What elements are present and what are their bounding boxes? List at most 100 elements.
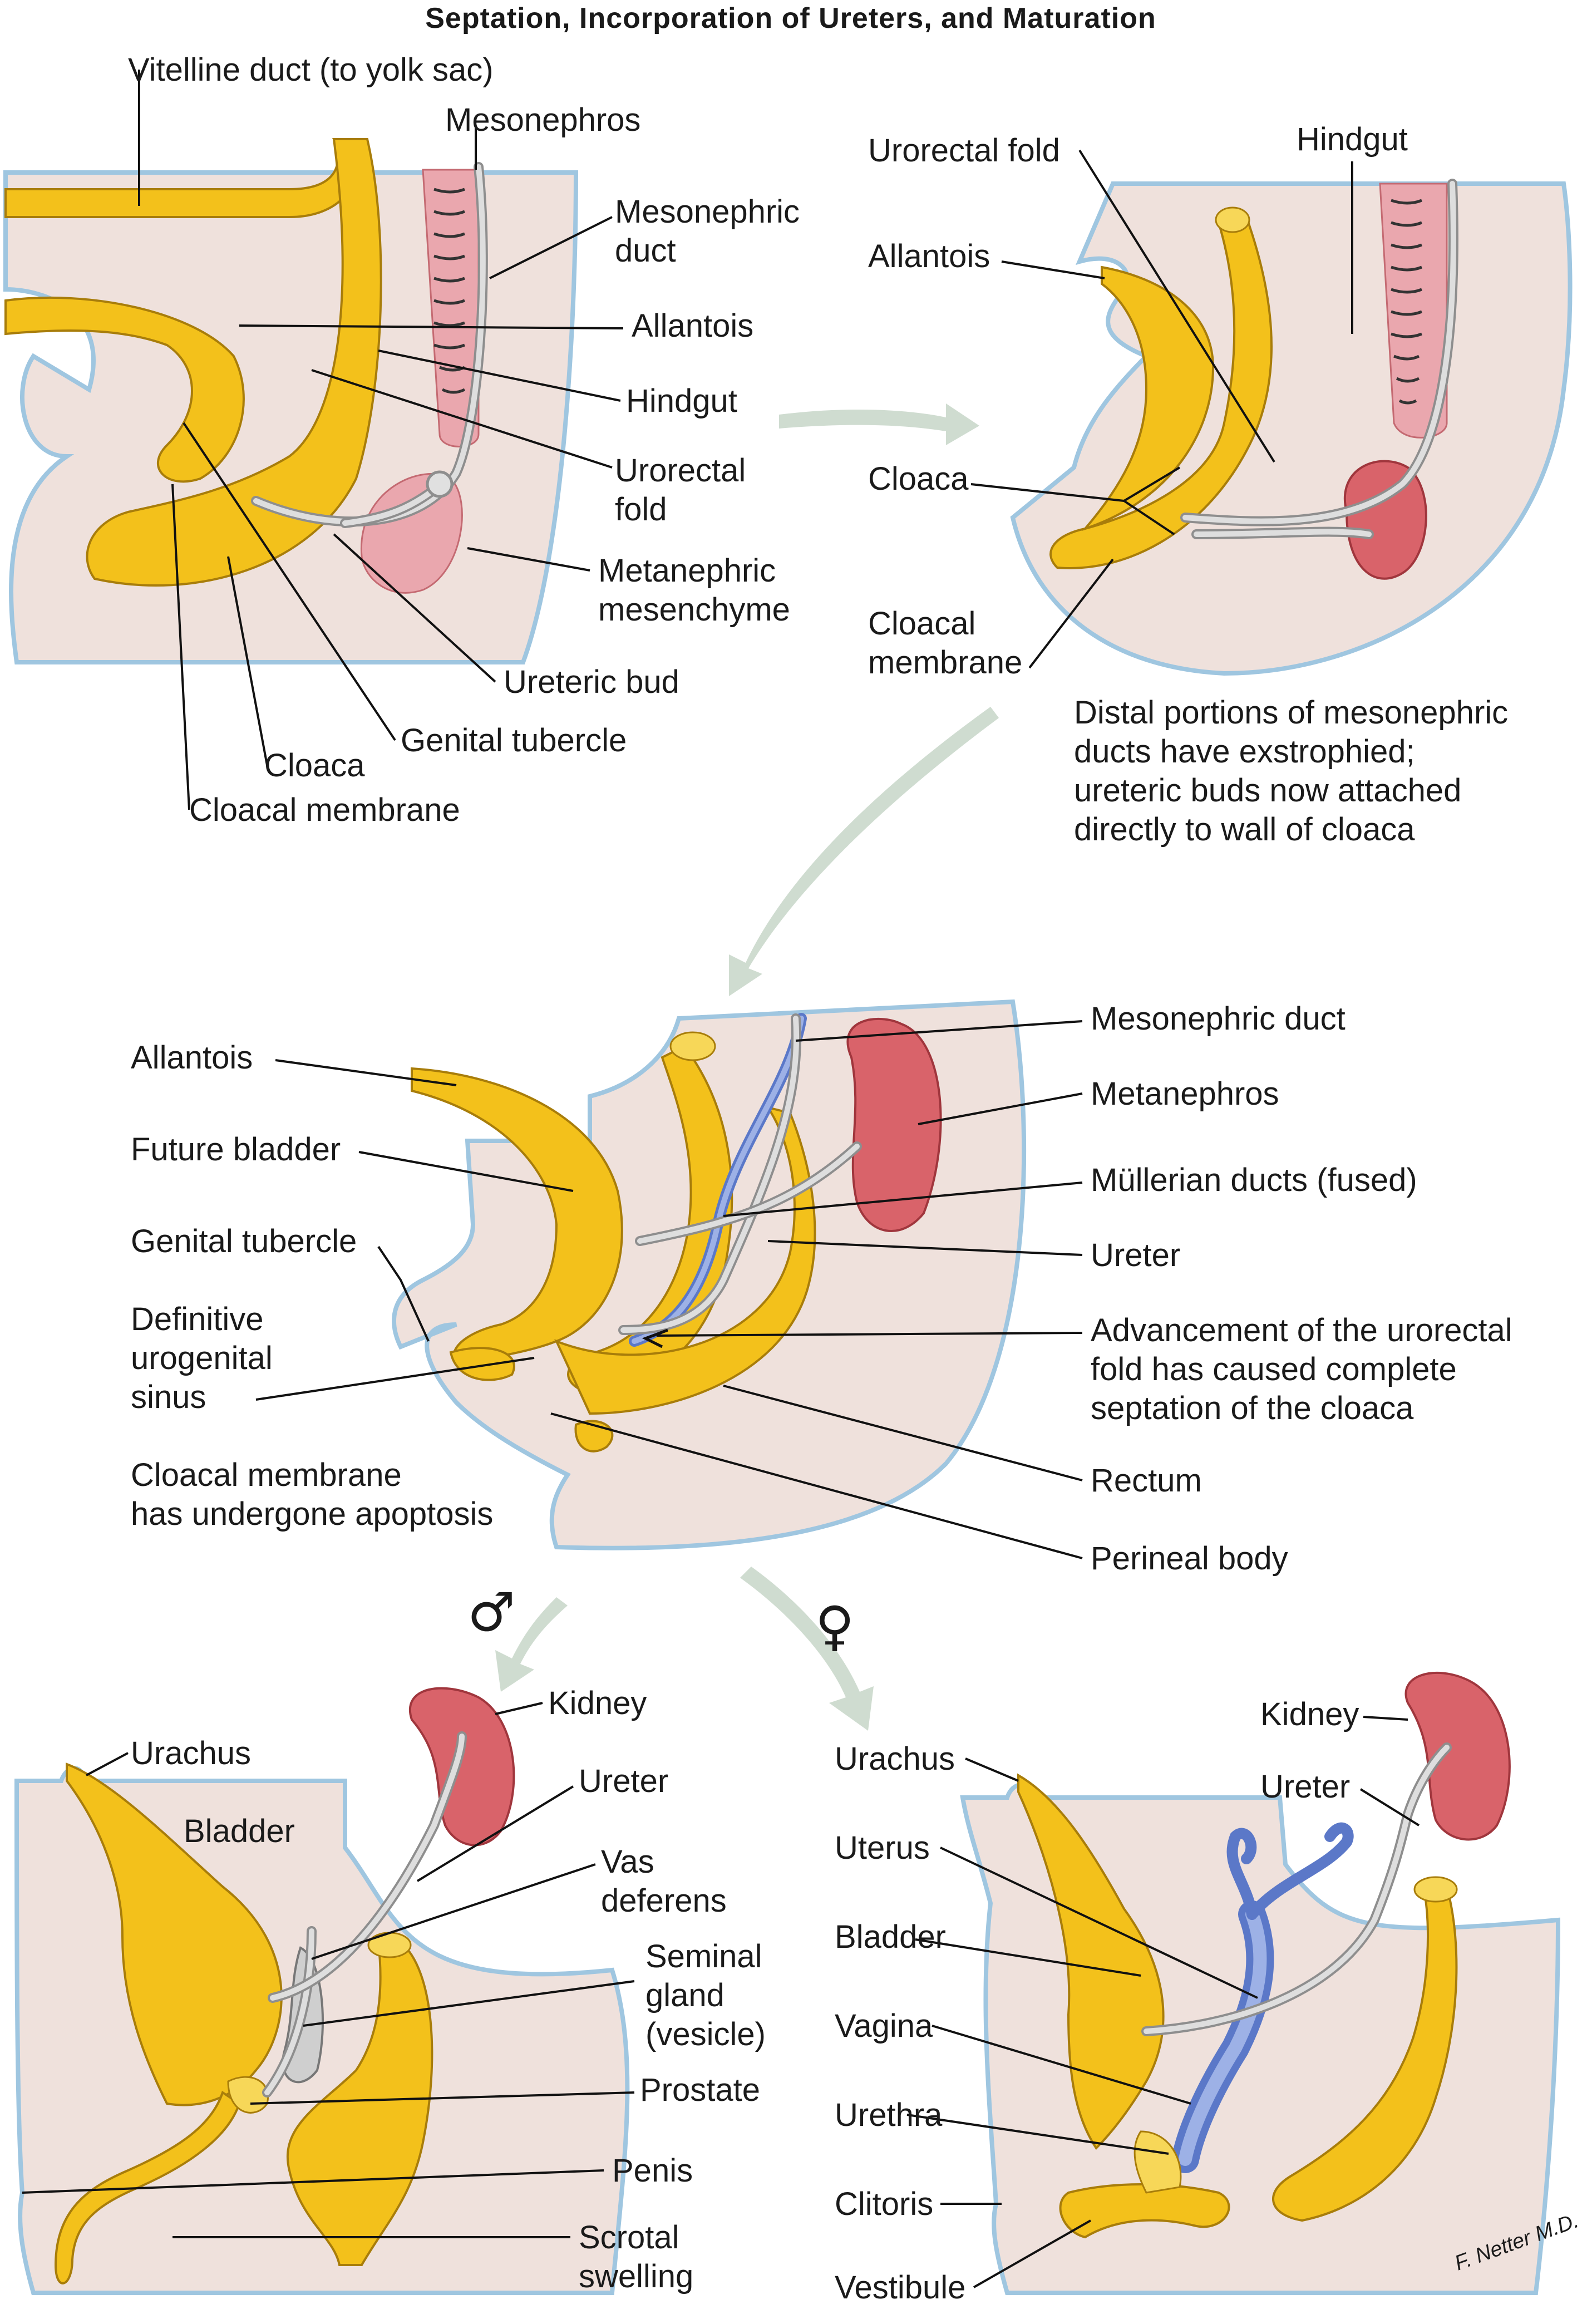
label-urogenital-sinus-3: sinus <box>131 1379 206 1415</box>
label-seminal-gland-3: (vesicle) <box>645 2016 766 2052</box>
penis-urethra-shape <box>54 2090 241 2284</box>
panel-bottom-male: Urachus Kidney Bladder Ureter Vas defere… <box>14 1685 766 2295</box>
label-seminal-gland-1: Seminal <box>645 1938 762 1975</box>
label-rectum: Rectum <box>1091 1463 1202 1499</box>
label-seminal-gland-2: gland <box>645 1977 725 2013</box>
male-kidney-shape <box>409 1687 515 1847</box>
septation-arrowhead <box>642 1328 668 1348</box>
label-cloacal-membrane-note-2: has undergone apoptosis <box>131 1496 493 1532</box>
label-uterus: Uterus <box>835 1830 930 1866</box>
label-vestibule: Vestibule <box>835 2269 965 2306</box>
label-hindgut-2: Hindgut <box>1297 121 1408 157</box>
label-allantois-1: Allantois <box>632 308 753 344</box>
label-urorectal-fold-1b: fold <box>615 491 667 528</box>
label-ureter-male: Ureter <box>579 1763 668 1799</box>
label-hindgut-1: Hindgut <box>626 383 737 419</box>
diagram-title: Septation, Incorporation of Ureters, and… <box>425 2 1156 35</box>
hindgut-shape-2 <box>1049 215 1273 569</box>
male-branch-arrow <box>495 1597 568 1692</box>
label-cloaca-1: Cloaca <box>264 747 365 784</box>
label-kidney-female: Kidney <box>1260 1696 1359 1732</box>
female-kidney-shape <box>1404 1672 1511 1841</box>
urogenital-sinus-opening <box>449 1347 515 1381</box>
label-cloacal-membrane-1: Cloacal membrane <box>189 792 460 828</box>
label-advancement-1: Advancement of the urorectal <box>1091 1312 1512 1348</box>
panel-top-right-septation-progress: Urorectal fold Hindgut Allantois Cloaca … <box>868 121 1573 848</box>
label-mesonephros: Mesonephros <box>445 102 640 138</box>
label-metanephric-mesenchyme-2: mesenchyme <box>598 592 790 628</box>
progression-arrow-1 <box>779 403 979 445</box>
ureteric-bud-tip <box>426 470 454 498</box>
label-vas-deferens-1: Vas <box>601 1844 654 1880</box>
label-mesonephric-duct-2: duct <box>615 233 676 269</box>
metanephric-mesenchyme-shape <box>361 473 463 594</box>
label-vas-deferens-2: deferens <box>601 1883 727 1919</box>
label-genital-tubercle-1: Genital tubercle <box>401 722 627 759</box>
label-future-bladder: Future bladder <box>131 1131 341 1168</box>
label-urogenital-sinus-1: Definitive <box>131 1301 264 1337</box>
label-mesonephric-duct-3: Mesonephric duct <box>1091 1001 1346 1037</box>
label-urethra: Urethra <box>835 2097 943 2133</box>
label-cloacal-membrane-2a: Cloacal <box>868 605 975 642</box>
label-allantois-2: Allantois <box>868 238 990 274</box>
metanephros-shape-2 <box>1343 460 1427 580</box>
embryo-tissue-outline <box>3 170 579 664</box>
label-bladder-male: Bladder <box>184 1813 295 1849</box>
label-prostate: Prostate <box>640 2072 760 2108</box>
label-vagina: Vagina <box>835 2008 933 2044</box>
label-scrotal-swelling-2: swelling <box>579 2258 693 2295</box>
label-advancement-2: fold has caused complete <box>1091 1351 1457 1387</box>
label-urachus-female: Urachus <box>835 1741 955 1777</box>
panel-middle-leaders <box>255 1020 1083 1559</box>
label-metanephros: Metanephros <box>1091 1076 1279 1112</box>
label-ureter-female: Ureter <box>1260 1769 1350 1805</box>
note-line-1: Distal portions of mesonephric <box>1074 695 1508 731</box>
label-mullerian-ducts: Müllerian ducts (fused) <box>1091 1162 1417 1198</box>
male-rectum-shape <box>286 1941 433 2266</box>
male-bladder-shape <box>66 1762 283 2106</box>
label-bladder-female: Bladder <box>835 1919 946 1955</box>
label-cloacal-membrane-note-1: Cloacal membrane <box>131 1457 402 1493</box>
panel-top-left-leaders <box>138 70 624 810</box>
label-allantois-3: Allantois <box>131 1040 253 1076</box>
label-cloacal-membrane-2b: membrane <box>868 644 1022 681</box>
allantois-shape <box>4 296 245 483</box>
label-ureter-3: Ureter <box>1091 1237 1180 1273</box>
mesonephric-tubules <box>433 188 466 394</box>
fallopian-tube-right <box>1246 1822 1354 1920</box>
label-advancement-3: septation of the cloaca <box>1091 1390 1414 1426</box>
label-kidney-male: Kidney <box>548 1685 647 1721</box>
note-line-2: ducts have exstrophied; <box>1074 733 1415 770</box>
female-symbol: ♀ <box>815 1595 854 1657</box>
panel-bottom-male-leaders <box>22 1702 635 2238</box>
panel-middle-complete-septation: Mesonephric duct Metanephros Müllerian d… <box>131 999 1512 1577</box>
label-vitelline-duct: Vitelline duct (to yolk sac) <box>128 52 494 88</box>
panel-bottom-female-leaders <box>906 1716 1420 2288</box>
panel-top-left-early-cloaca: Vitelline duct (to yolk sac) Mesonephros… <box>3 52 800 828</box>
note-line-3: ureteric buds now attached <box>1074 772 1461 809</box>
label-metanephric-mesenchyme-1: Metanephric <box>598 553 776 589</box>
label-cloaca-2: Cloaca <box>868 461 969 497</box>
label-ureteric-bud: Ureteric bud <box>504 664 679 700</box>
label-clitoris: Clitoris <box>835 2186 933 2222</box>
label-perineal-body: Perineal body <box>1091 1540 1288 1577</box>
hindgut-cloaca-shape <box>86 138 382 587</box>
label-genital-tubercle-3: Genital tubercle <box>131 1223 357 1259</box>
label-urorectal-fold-1a: Urorectal <box>615 452 746 489</box>
female-rectum-shape <box>1272 1885 1458 2222</box>
panel-bottom-female: Kidney Urachus Ureter Uterus Bladder Vag… <box>835 1672 1561 2306</box>
allantois-shape-2 <box>1081 265 1215 531</box>
progression-arrow-2 <box>729 707 999 996</box>
label-scrotal-swelling-1: Scrotal <box>579 2219 679 2256</box>
note-line-4: directly to wall of cloaca <box>1074 811 1415 848</box>
female-bladder-shape <box>1017 1773 1165 2150</box>
label-mesonephric-duct-1: Mesonephric <box>615 194 800 230</box>
fallopian-tube-left <box>1226 1828 1258 1920</box>
label-urorectal-fold-2: Urorectal fold <box>868 132 1060 169</box>
label-urachus-male: Urachus <box>131 1735 251 1771</box>
embryo-tissue-outline-2 <box>1010 181 1573 676</box>
female-branch-arrow <box>740 1567 874 1731</box>
male-symbol: ♂ <box>467 1581 515 1643</box>
